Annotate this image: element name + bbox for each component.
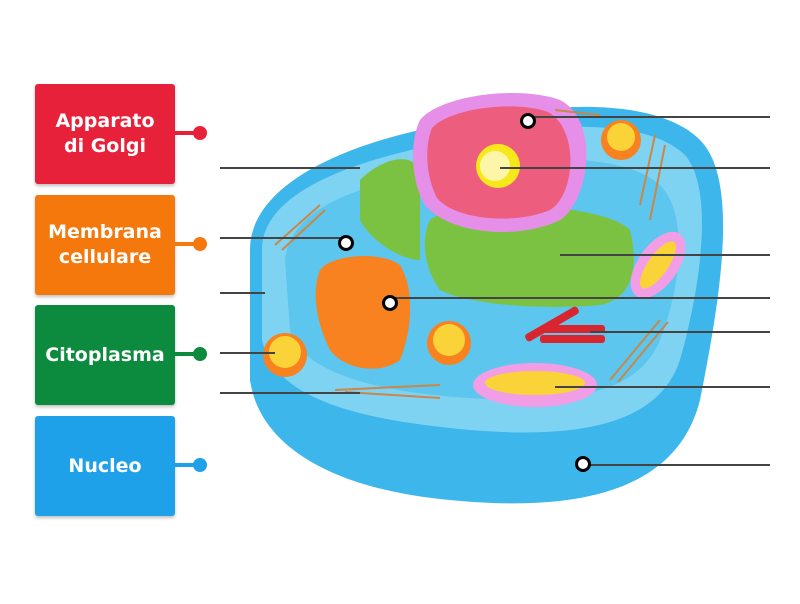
drop-line-right-7[interactable] (585, 464, 770, 466)
label-handle-icon[interactable] (193, 458, 207, 472)
label-citoplasma[interactable]: Citoplasma (35, 305, 175, 405)
drop-line-right-3[interactable] (560, 254, 770, 256)
label-connector (175, 463, 199, 467)
drop-line-right-5[interactable] (590, 331, 770, 333)
label-connector (175, 242, 199, 246)
drop-line-right-4[interactable] (390, 297, 770, 299)
label-text: Membrana cellulare (48, 221, 162, 268)
label-handle-icon[interactable] (193, 126, 207, 140)
label-text: Citoplasma (45, 343, 165, 366)
marker-golgi[interactable] (382, 295, 398, 311)
label-handle-icon[interactable] (193, 237, 207, 251)
drop-line-right-6[interactable] (555, 386, 770, 388)
drop-line-left-5[interactable] (220, 392, 360, 394)
label-connector (175, 352, 199, 356)
label-handle-icon[interactable] (193, 347, 207, 361)
label-text: Nucleo (68, 454, 142, 477)
drop-line-left-3[interactable] (220, 292, 265, 294)
marker-membrane[interactable] (575, 456, 591, 472)
drop-line-right-1[interactable] (530, 116, 770, 118)
label-text: Apparato di Golgi (55, 110, 155, 157)
drop-line-left-4[interactable] (220, 352, 275, 354)
drop-line-right-2[interactable] (500, 167, 770, 169)
label-nucleo[interactable]: Nucleo (35, 416, 175, 516)
marker-nucleus[interactable] (520, 113, 536, 129)
label-membrana-cellulare[interactable]: Membrana cellulare (35, 195, 175, 295)
label-apparato-di-golgi[interactable]: Apparato di Golgi (35, 84, 175, 184)
marker-cytoplasm[interactable] (338, 235, 354, 251)
drop-line-left-1[interactable] (220, 167, 360, 169)
label-connector (175, 131, 199, 135)
drop-line-left-2[interactable] (220, 237, 340, 239)
